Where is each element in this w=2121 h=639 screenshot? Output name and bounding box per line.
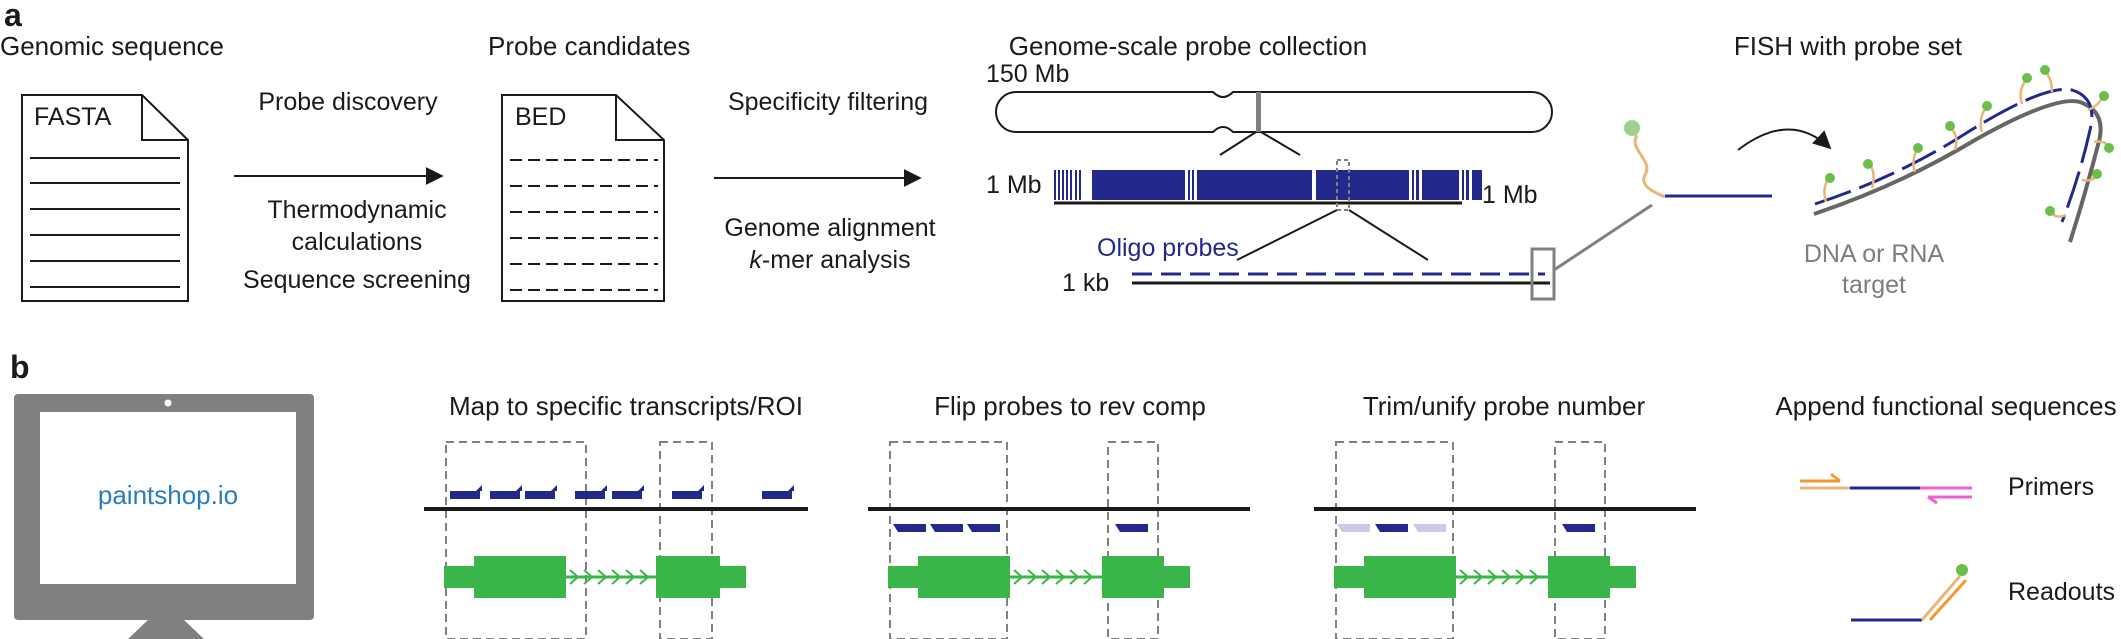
fish-target-diagram [1813, 65, 2114, 243]
oligo-probes-label: Oligo probes [1097, 234, 1239, 262]
fish-arrow [1737, 128, 1832, 151]
collection-title: Genome-scale probe collection [1009, 31, 1367, 61]
step-map-diagram [424, 441, 808, 639]
step-flip-title: Flip probes to rev comp [934, 391, 1206, 421]
computer-monitor-icon [14, 394, 314, 639]
specificity-filtering-label: Specificity filtering [728, 88, 928, 116]
primers-label: Primers [2008, 473, 2094, 501]
probe-discovery-label: Probe discovery [258, 88, 438, 116]
panel-label-b: b [10, 349, 30, 385]
genomic-sequence-title: Genomic sequence [0, 31, 224, 61]
step-trim-title: Trim/unify probe number [1363, 391, 1646, 421]
chromosome-ideogram [995, 91, 1553, 133]
bed-label: BED [515, 103, 566, 131]
fish-title: FISH with probe set [1734, 31, 1963, 61]
scale-150mb: 150 Mb [986, 60, 1069, 88]
probe-zoom-box [1530, 247, 1556, 301]
scale-1mb-right: 1 Mb [1482, 181, 1538, 209]
primers-diagram [1800, 472, 1972, 505]
probe-density-track [1054, 170, 1482, 200]
fasta-document-icon [21, 94, 189, 302]
thermodynamic-label: Thermodynamic [267, 196, 446, 224]
step-append-title: Append functional sequences [1775, 391, 2116, 421]
readouts-label: Readouts [2008, 578, 2115, 606]
scale-1mb-left: 1 Mb [986, 171, 1042, 199]
step-trim-diagram [1314, 441, 1696, 639]
kmer-italic: k [749, 246, 763, 274]
probe-candidates-title: Probe candidates [488, 31, 690, 61]
zoom-selection-box [1336, 159, 1350, 211]
bed-document-icon [501, 94, 665, 302]
paintshop-link[interactable]: paintshop.io [98, 480, 238, 510]
readouts-diagram [1851, 564, 1968, 622]
single-probe-diagram [1624, 120, 1772, 199]
step-flip-diagram [868, 441, 1250, 639]
genome-alignment-label: Genome alignment [724, 214, 935, 242]
fasta-label: FASTA [34, 103, 112, 131]
kmer-analysis-label: k-mer analysis [749, 246, 910, 274]
calculations-label: calculations [292, 228, 423, 256]
sequence-screening-label: Sequence screening [243, 266, 471, 294]
chromosome-region-marker [1256, 92, 1261, 132]
dna-rna-target-label-2: target [1842, 271, 1906, 299]
dna-rna-target-label-1: DNA or RNA [1804, 240, 1945, 268]
scale-1kb: 1 kb [1062, 269, 1109, 297]
step-map-title: Map to specific transcripts/ROI [449, 391, 803, 421]
panel-label-a: a [4, 0, 22, 33]
kmer-rest: -mer analysis [762, 246, 911, 274]
